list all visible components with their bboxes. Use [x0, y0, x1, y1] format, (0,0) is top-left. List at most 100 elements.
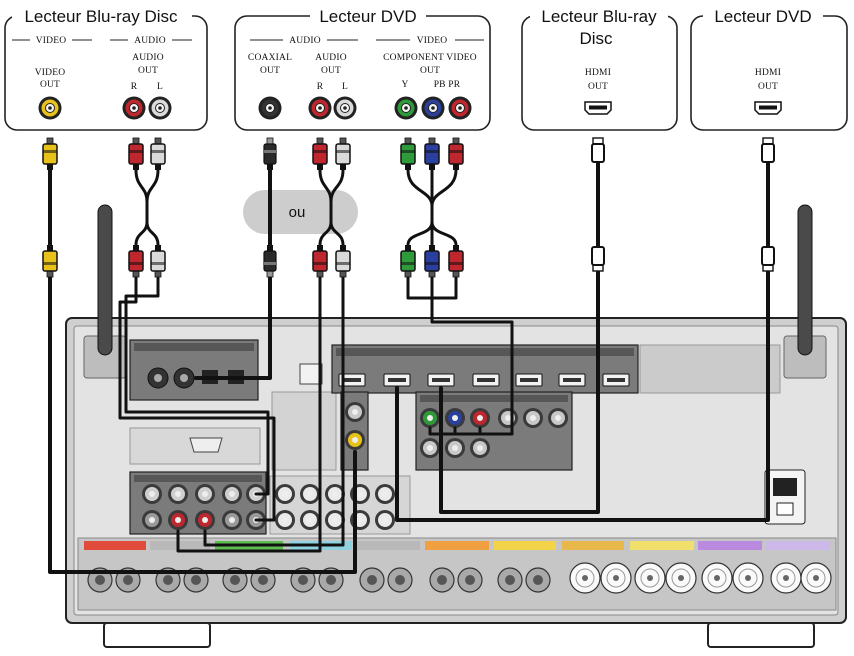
- speaker-terminal[interactable]: [600, 562, 632, 594]
- bluray-hdmi-cable: [439, 137, 605, 514]
- speaker-terminal[interactable]: [525, 567, 551, 593]
- preout-jack[interactable]: [275, 510, 295, 530]
- audio-input-jack-right[interactable]: [222, 510, 242, 530]
- audio-input-jack-left[interactable]: [168, 484, 188, 504]
- device-title: Disc: [579, 29, 613, 48]
- audio-input-jack-left[interactable]: [142, 484, 162, 504]
- dvd-player-analog-outputs: Lecteur DVD AUDIO VIDEO COAXIAL OUT AUDI…: [234, 5, 491, 131]
- right-channel-label: R: [317, 82, 324, 92]
- audio-out-right-jack[interactable]: [122, 96, 146, 120]
- speaker-terminal[interactable]: [497, 567, 523, 593]
- section-label-video: VIDEO: [417, 36, 448, 46]
- coaxial-out-jack[interactable]: [258, 96, 282, 120]
- composite-video-input-jack[interactable]: [345, 430, 365, 450]
- audio-out-right-jack[interactable]: [308, 96, 332, 120]
- component-pr-out-jack[interactable]: [448, 96, 472, 120]
- audio-left-plug: [150, 137, 166, 171]
- hdmi-input-port[interactable]: [602, 373, 630, 387]
- speaker-terminal[interactable]: [569, 562, 601, 594]
- composite-video-plug: [42, 244, 58, 278]
- serial-port[interactable]: [189, 437, 223, 453]
- misc-jack-zone: [271, 391, 337, 471]
- section-label-audio: AUDIO: [134, 36, 166, 46]
- speaker-tab: [562, 541, 624, 550]
- component-input-jack[interactable]: [420, 438, 440, 458]
- speaker-terminal[interactable]: [387, 567, 413, 593]
- audio-input-jack-left[interactable]: [222, 484, 242, 504]
- audio-input-jack-right[interactable]: [168, 510, 188, 530]
- audio-input-jack-right[interactable]: [142, 510, 162, 530]
- audio-out-left-jack[interactable]: [333, 96, 357, 120]
- audio-out-label: OUT: [138, 66, 158, 76]
- coaxial-out-label: COAXIAL: [248, 53, 292, 63]
- component-input-jack[interactable]: [470, 438, 490, 458]
- digital-audio-input-panel: [129, 339, 259, 401]
- component-y-label: Y: [401, 80, 408, 90]
- alternative-label: ou: [289, 204, 306, 221]
- preout-jack[interactable]: [300, 510, 320, 530]
- power-inlet[interactable]: [764, 469, 806, 525]
- component-pr-input-jack[interactable]: [470, 408, 490, 428]
- audio-out-label: AUDIO: [315, 53, 347, 63]
- composite-video-out-jack[interactable]: [38, 96, 62, 120]
- audio-left-plug: [335, 137, 351, 171]
- speaker-terminal[interactable]: [701, 562, 733, 594]
- hdmi-input-port[interactable]: [472, 373, 500, 387]
- receiver-foot-right: [707, 622, 815, 648]
- speaker-terminal[interactable]: [770, 562, 802, 594]
- composite-video-cable: [42, 137, 357, 574]
- component-pr-plug: [448, 137, 464, 171]
- preout-jack[interactable]: [300, 484, 320, 504]
- hdmi-input-panel: [331, 344, 639, 394]
- audio-out-left-jack[interactable]: [148, 96, 172, 120]
- component-y-input-jack[interactable]: [420, 408, 440, 428]
- hdmi-plug: [761, 137, 775, 163]
- lan-port[interactable]: [299, 363, 323, 385]
- audio-input-jack-left[interactable]: [195, 484, 215, 504]
- speaker-terminal[interactable]: [800, 562, 832, 594]
- component-input-jack[interactable]: [445, 438, 465, 458]
- preout-jack[interactable]: [375, 484, 395, 504]
- component-input-jack[interactable]: [498, 408, 518, 428]
- video-out-label: OUT: [40, 80, 60, 90]
- speaker-terminal[interactable]: [429, 567, 455, 593]
- preout-jack[interactable]: [375, 510, 395, 530]
- bluray-player-hdmi-output: Lecteur Blu-ray Disc HDMI OUT: [521, 5, 678, 131]
- speaker-tab: [630, 541, 694, 550]
- component-input-jack[interactable]: [523, 408, 543, 428]
- speaker-tab: [494, 541, 556, 550]
- speaker-terminal[interactable]: [665, 562, 697, 594]
- component-y-out-jack[interactable]: [394, 96, 418, 120]
- speaker-terminal[interactable]: [359, 567, 385, 593]
- preout-jack[interactable]: [275, 484, 295, 504]
- audio-right-plug: [312, 137, 328, 171]
- speaker-terminal[interactable]: [732, 562, 764, 594]
- bluray-player-analog-outputs: Lecteur Blu-ray Disc VIDEO AUDIO VIDEO O…: [4, 5, 208, 131]
- video-out-label: VIDEO: [35, 68, 66, 78]
- hdmi-out-label: OUT: [758, 82, 778, 92]
- composite-video-plug: [42, 137, 58, 171]
- section-label-video: VIDEO: [36, 36, 67, 46]
- device-title: Lecteur DVD: [319, 7, 416, 26]
- hdmi-out-port[interactable]: [754, 101, 782, 115]
- component-pb-plug: [424, 244, 440, 278]
- component-input-jack[interactable]: [548, 408, 568, 428]
- speaker-tab: [425, 541, 489, 550]
- hdmi-input-port[interactable]: [515, 373, 543, 387]
- hdmi-input-port[interactable]: [558, 373, 586, 387]
- hdmi-input-port[interactable]: [427, 373, 455, 387]
- hdmi-out-port[interactable]: [584, 101, 612, 115]
- component-pb-out-jack[interactable]: [421, 96, 445, 120]
- audio-out-label: AUDIO: [132, 53, 164, 63]
- component-pb-input-jack[interactable]: [445, 408, 465, 428]
- coaxial-out-label: OUT: [260, 66, 280, 76]
- speaker-terminal[interactable]: [634, 562, 666, 594]
- device-title: Lecteur Blu-ray: [541, 7, 657, 26]
- audio-input-jack-right[interactable]: [195, 510, 215, 530]
- hdmi-input-port[interactable]: [383, 373, 411, 387]
- speaker-terminal[interactable]: [457, 567, 483, 593]
- video-jack[interactable]: [345, 402, 365, 422]
- antenna-left: [83, 204, 127, 379]
- analog-audio-input-panel: [129, 471, 267, 535]
